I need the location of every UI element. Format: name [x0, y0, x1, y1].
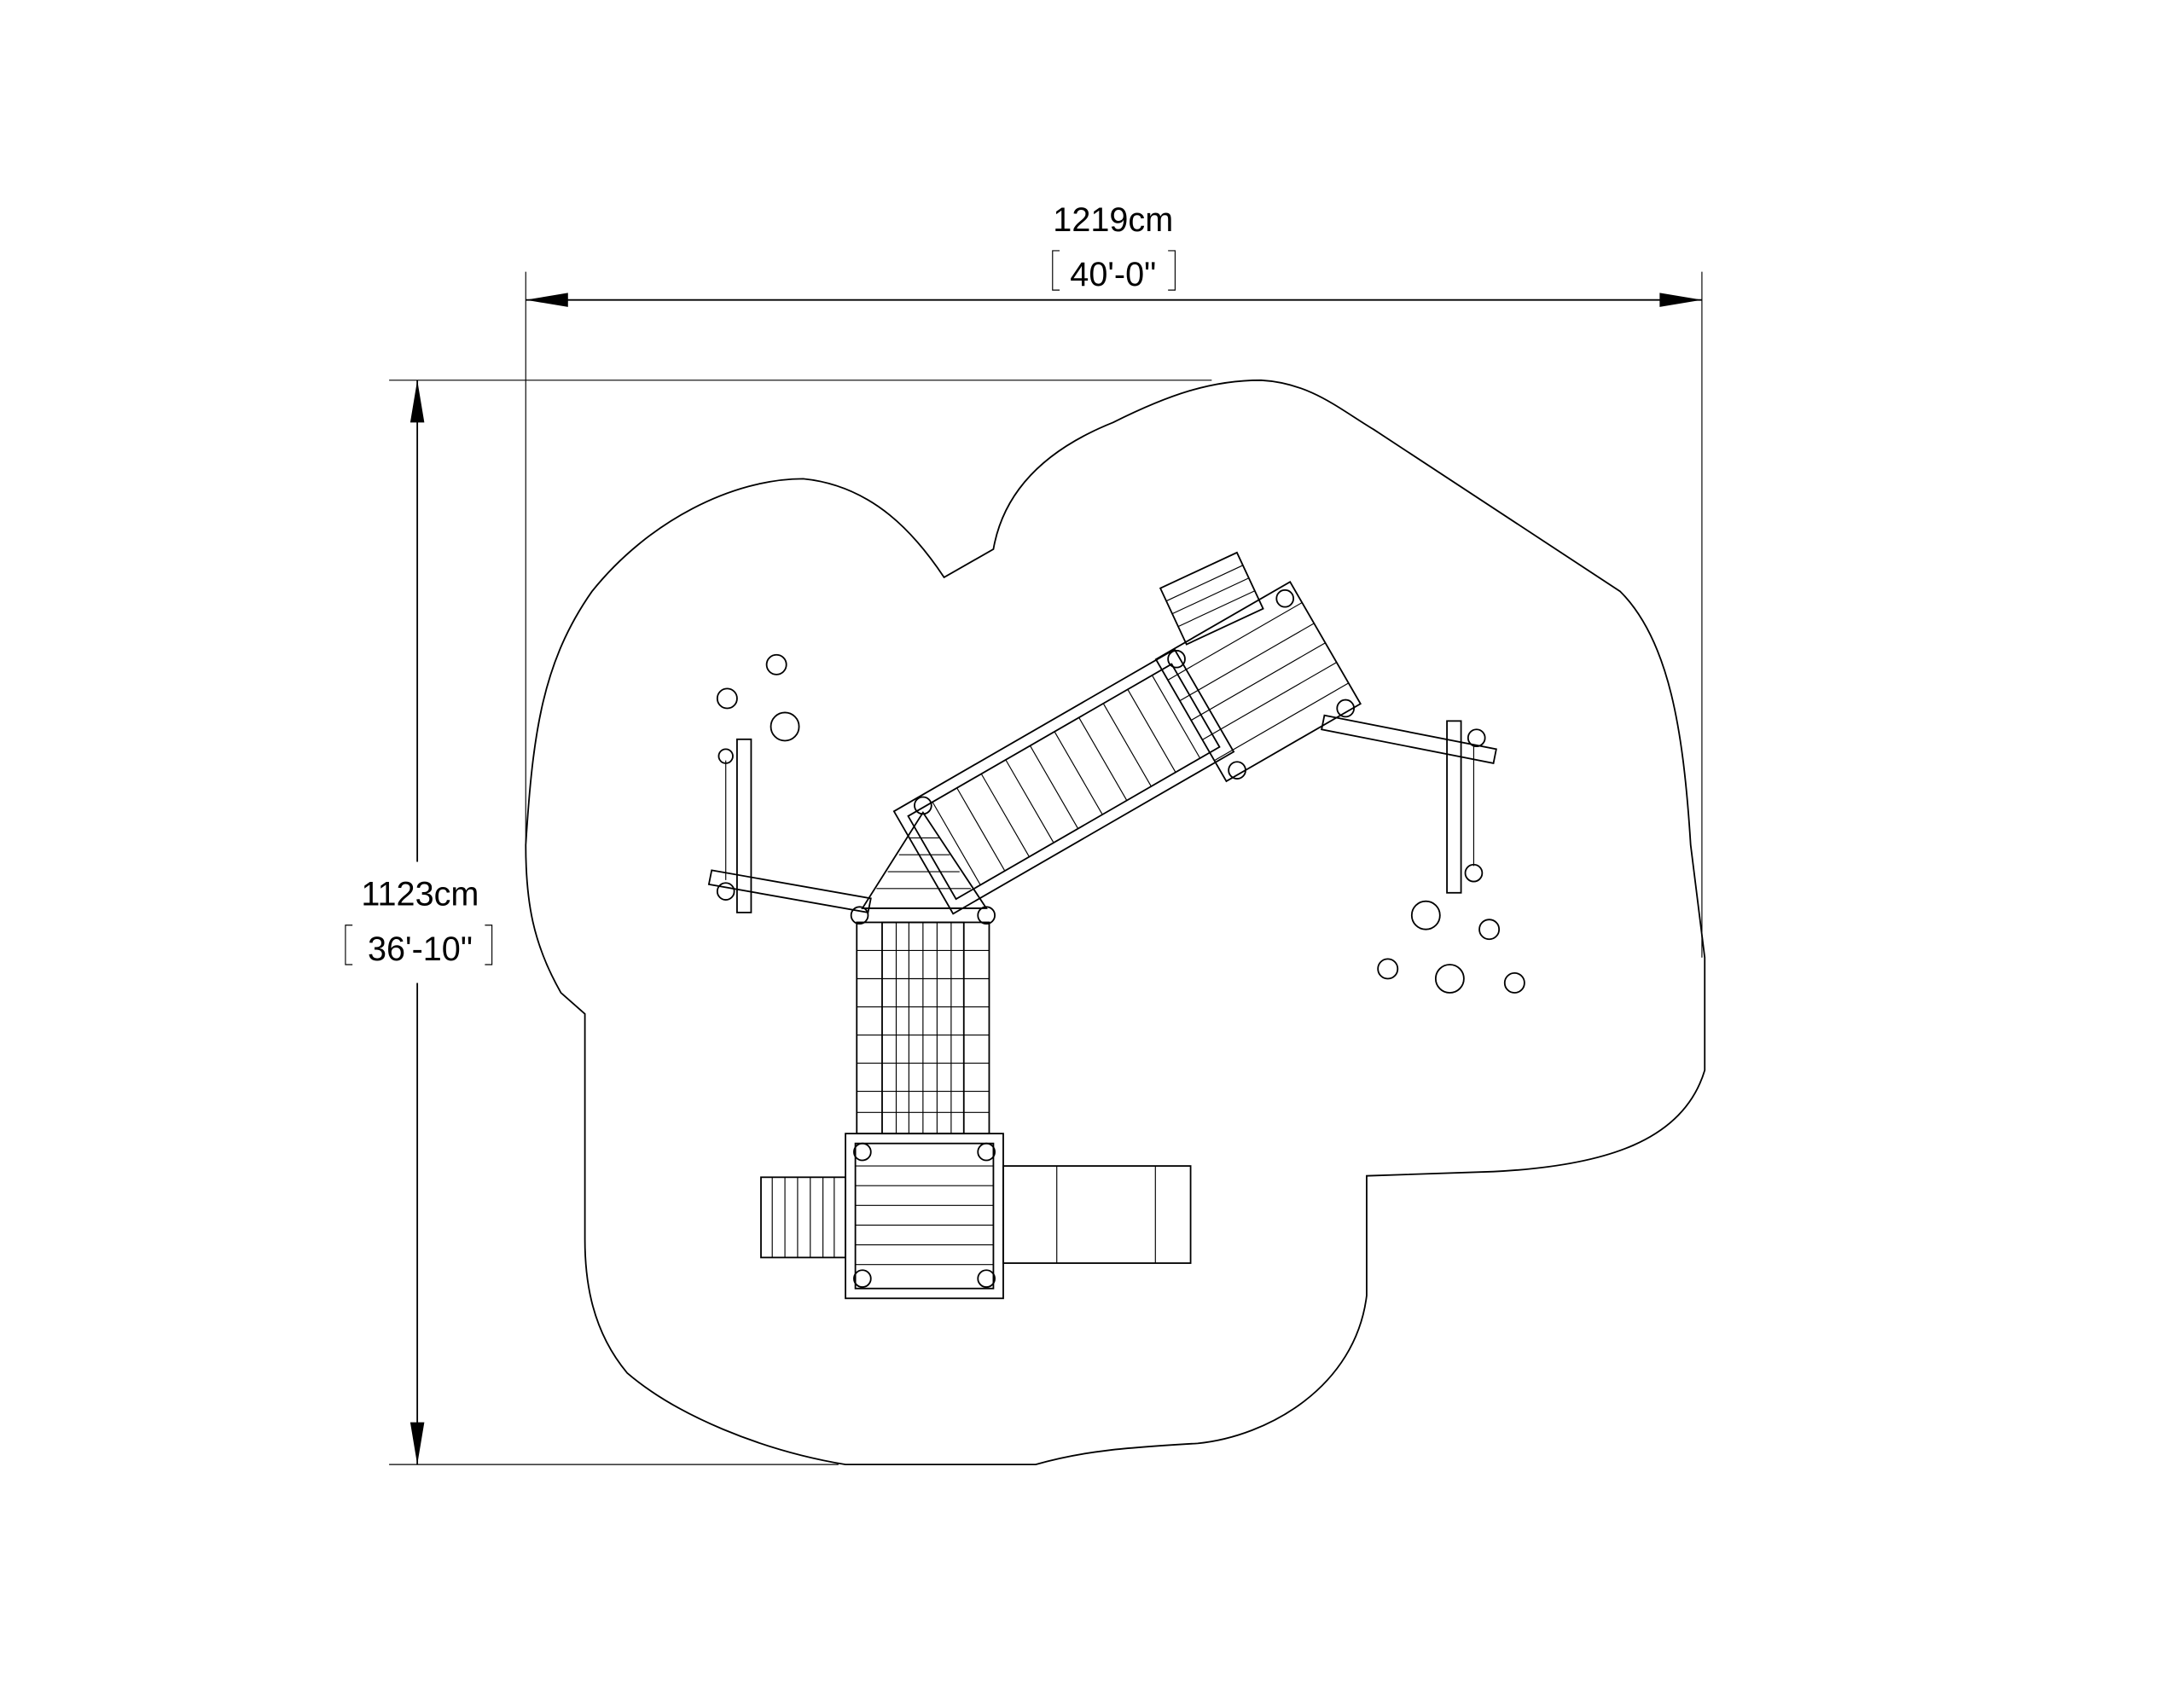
arrow-left-icon [526, 293, 568, 307]
access-steps [760, 1176, 846, 1259]
stepping-stumps [716, 653, 1525, 994]
width-dimension-line [526, 293, 1702, 307]
height-dimension-line [410, 380, 425, 1465]
tower-deck [845, 1133, 1004, 1300]
slide [1002, 1165, 1192, 1264]
width-metric-label: 1219cm [1053, 201, 1173, 239]
width-imperial-label: 40'-0" [1070, 256, 1156, 293]
right-arm [1321, 714, 1497, 894]
bridge [892, 648, 1235, 915]
height-metric-label: 1123cm [361, 876, 479, 913]
arrow-right-icon [1659, 293, 1702, 307]
climbing-net [856, 921, 990, 1135]
safety-zone-outline [525, 379, 1706, 1466]
triangle-deck [850, 796, 996, 925]
upper-steps [1159, 551, 1264, 646]
height-imperial-label: 36'-10" [368, 930, 473, 968]
platform-posts [1167, 588, 1356, 780]
arrow-up-icon [410, 380, 425, 423]
arrow-down-icon [410, 1422, 425, 1465]
extension-lines [389, 271, 1703, 1465]
left-arm [707, 738, 872, 913]
upper-deck [1154, 580, 1362, 783]
